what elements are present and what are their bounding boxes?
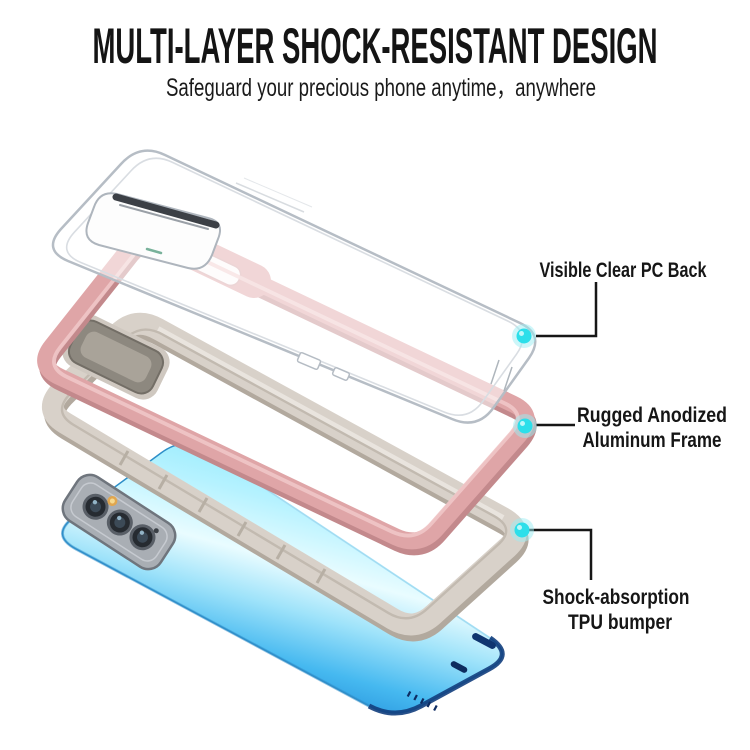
callout-tpu-bumper-label-line2: TPU bumper [568,611,672,634]
camera-flash-core [109,498,115,504]
clear-case-camera-visor-echo [119,204,209,230]
tpu-bumper-ribs [118,450,327,584]
callout-aluminum-frame-dot [517,418,533,434]
callout-pc-back-label: Visible Clear PC Back [540,259,707,282]
callout-tpu-bumper-dot-sparkle [517,525,522,530]
phone-layer [61,443,505,716]
callout-aluminum-frame-dot-sparkle [520,421,525,426]
camera-lens-1 [82,493,109,520]
callout-pc-back-dot [516,328,532,344]
camera-lens-3 [129,524,156,551]
power-button [472,633,496,649]
clear-case-nfc-mark [145,247,163,255]
clear-case-corner-seams [490,359,513,392]
page-subtitle: Safeguard your precious phone anytime，an… [166,74,596,102]
camera-lens-2 [106,509,133,536]
callout-tpu-bumper-label-line1: Shock-absorption [543,586,690,609]
clear-case-port-tab-2 [331,367,351,381]
clear-pc-back-layer [51,149,537,424]
clear-case-camera-cutout [85,192,221,270]
callout-aluminum-frame-label-line1: Rugged Anodized [577,404,727,427]
callout-tpu-bumper: Shock-absorption TPU bumper [510,518,690,634]
clear-case-crease-line [235,182,305,213]
phone-bottom-rim [367,635,505,716]
clear-case-port-tab-1 [296,351,322,371]
clear-case-crease-line-2 [243,177,313,208]
callout-tpu-bumper-line [522,528,593,580]
page-title: MULTI-LAYER SHOCK-RESISTANT DESIGN [93,18,658,74]
callout-pc-back: Visible Clear PC Back [512,259,707,348]
callout-pc-back-line [536,282,598,338]
speaker-grille [406,690,438,712]
camera-module-inner-edge [70,482,168,562]
callout-aluminum-frame-label-line2: Aluminum Frame [583,429,722,452]
camera-mic-hole [153,528,159,534]
callout-pc-back-dot-sparkle [519,331,524,336]
clear-case-camera-visor-shadow [112,193,220,229]
header: MULTI-LAYER SHOCK-RESISTANT DESIGN Safeg… [93,18,658,102]
callout-aluminum-frame: Rugged Anodized Aluminum Frame [513,404,727,452]
camera-module [61,473,177,571]
callout-tpu-bumper-dot [514,522,530,538]
tpu-camera-cutout [62,314,170,400]
tpu-bumper-top-highlight [156,326,505,521]
charging-port [450,661,468,673]
